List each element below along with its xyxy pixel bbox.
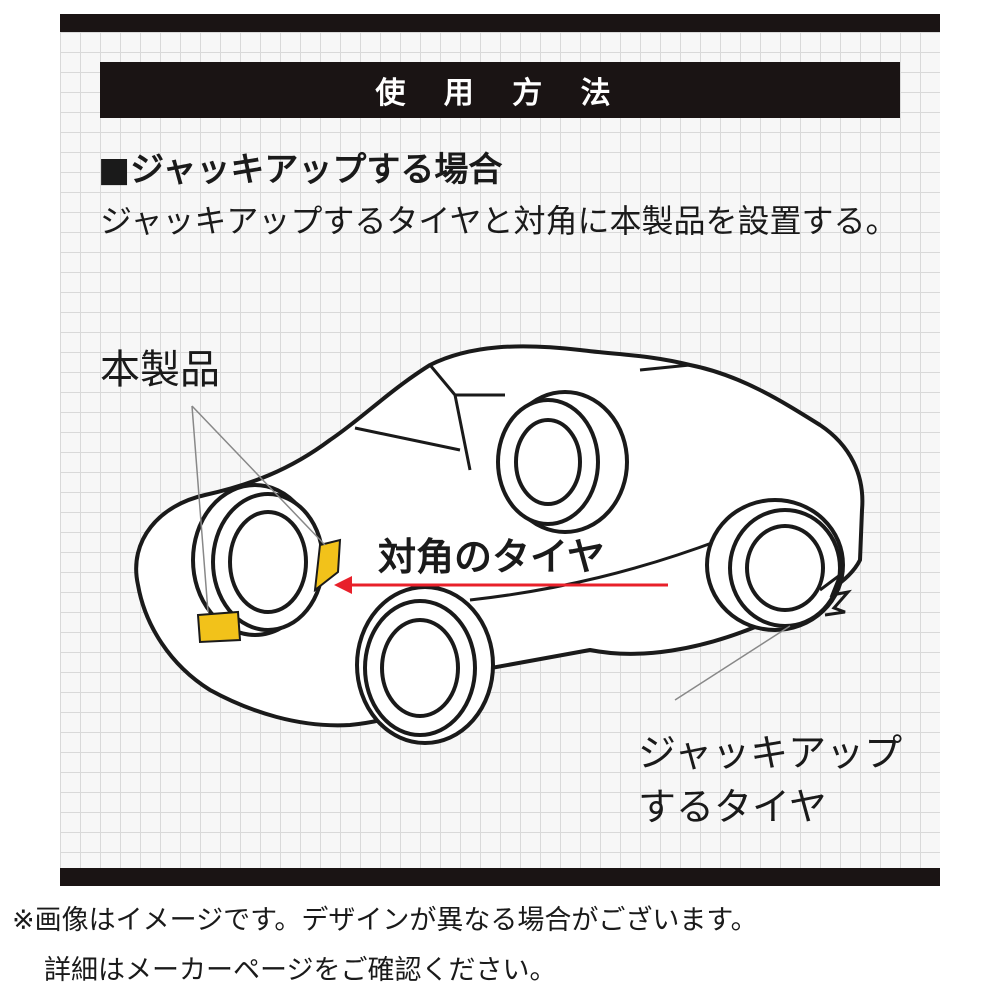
jack-up-wheel xyxy=(705,498,852,632)
footnote-line-2: 詳細はメーカーページをご確認ください。 xyxy=(44,955,557,986)
diagonal-tire-label: 対角のタイヤ xyxy=(378,535,605,579)
wheel-chock-front xyxy=(313,538,342,593)
bottom-border-bar xyxy=(60,868,940,886)
car-roof-line xyxy=(354,363,691,471)
car-body-outline xyxy=(134,344,865,728)
jack-leader-line xyxy=(674,625,791,701)
product-leader-lines xyxy=(191,405,326,613)
jack-tire-label-line2: するタイヤ xyxy=(638,785,827,829)
usage-title: 使 用 方 法 xyxy=(100,62,900,118)
product-label: 本製品 xyxy=(100,347,220,393)
section-description: ジャッキアップするタイヤと対角に本製品を設置する。 xyxy=(100,202,898,240)
section-heading: ■ジャッキアップする場合 xyxy=(98,150,503,190)
footnote: ※画像はイメージです。デザインが異なる場合がございます。 詳細はメーカーページを… xyxy=(12,896,992,996)
footnote-line-1: ※画像はイメージです。デザインが異なる場合がございます。 xyxy=(12,905,758,936)
diagonal-arrow-head xyxy=(334,576,352,594)
front-bottom-wheel xyxy=(355,585,495,745)
rear-top-wheel xyxy=(496,390,629,534)
car-side-line xyxy=(469,538,721,602)
front-left-wheel xyxy=(191,483,325,637)
jack-tire-label-line1: ジャッキアップ xyxy=(638,731,902,775)
top-border-bar xyxy=(60,14,940,32)
wheel-chock-rear xyxy=(196,610,242,644)
